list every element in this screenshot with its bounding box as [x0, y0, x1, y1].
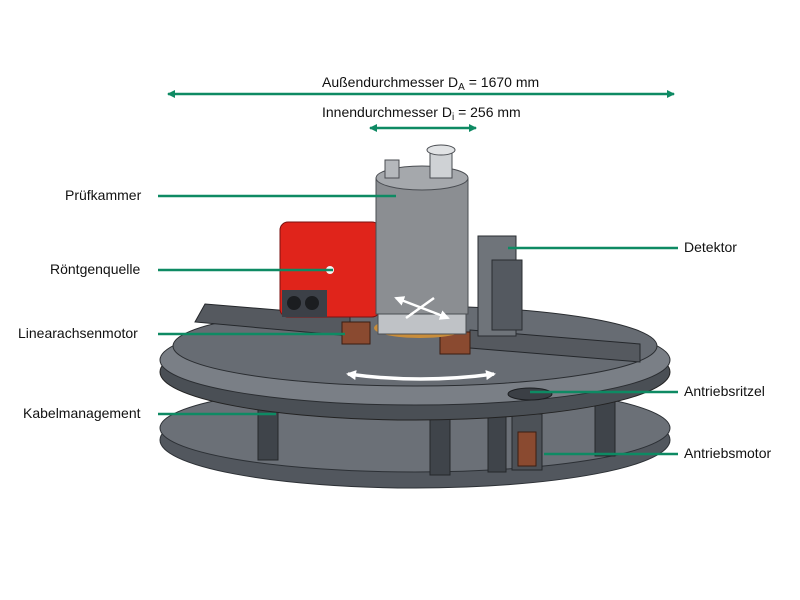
label-antriebsmotor: Antriebsmotor	[684, 445, 772, 461]
drive-motor	[511, 413, 543, 471]
inner-diameter-text: Innendurchmesser D	[322, 104, 452, 120]
outer-diameter-label: Außendurchmesser DA = 1670 mm	[322, 74, 539, 93]
outer-diameter-value: = 1670 mm	[464, 74, 540, 90]
label-kabelmanagement: Kabelmanagement	[23, 405, 141, 421]
label-antriebsritzel: Antriebsritzel	[684, 383, 765, 399]
label-roentgenquelle: Röntgenquelle	[50, 261, 141, 277]
linear-axis-motors	[341, 321, 471, 355]
label-detektor: Detektor	[684, 239, 737, 255]
label-linearachsenmotor: Linearachsenmotor	[18, 325, 138, 341]
support-legs	[257, 397, 616, 476]
inner-diameter-label: Innendurchmesser Di = 256 mm	[322, 104, 521, 123]
inner-diameter-subscript: i	[451, 112, 455, 123]
label-pruefkammer: Prüfkammer	[65, 187, 142, 203]
rotation-arrow	[346, 370, 496, 381]
drive-pinion	[507, 387, 553, 401]
test-chamber	[374, 144, 469, 338]
inner-diameter-value: = 256 mm	[454, 104, 521, 120]
outer-diameter-text: Außendurchmesser D	[322, 74, 459, 90]
outer-diameter-subscript: A	[458, 82, 465, 93]
leader-lines	[158, 194, 678, 456]
detector	[477, 235, 523, 337]
